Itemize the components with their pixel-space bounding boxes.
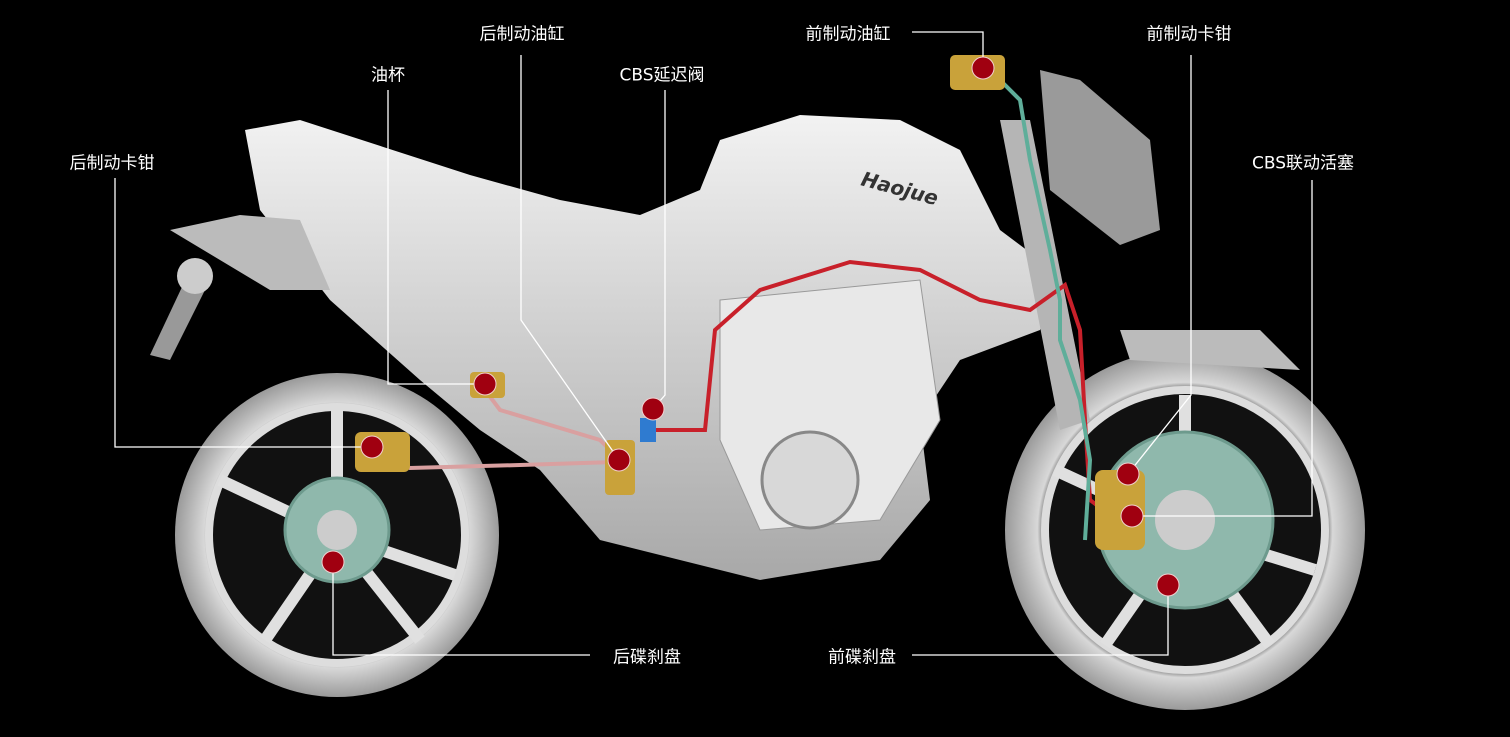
marker-cbs-delay-valve	[641, 397, 665, 421]
marker-cbs-piston	[1120, 504, 1144, 528]
label-rear-disc: 后碟刹盘	[613, 647, 681, 668]
leader-rear-caliper	[114, 178, 372, 448]
label-front-master-cylinder: 前制动油缸	[805, 24, 891, 45]
marker-oil-cup	[473, 372, 497, 396]
motorcycle-body: Haojue	[150, 70, 1300, 580]
teal-brake-line	[988, 68, 1093, 541]
marker-rear-master-cylinder	[607, 448, 631, 472]
marker-front-disc	[1156, 573, 1180, 597]
label-cbs-delay-valve: CBS延迟阀	[619, 65, 705, 86]
leader-oil-cup	[387, 90, 485, 385]
label-rear-master-cylinder: 后制动油缸	[479, 24, 565, 45]
marker-rear-caliper	[360, 435, 384, 459]
marker-front-master-cylinder	[971, 56, 995, 80]
leader-lines	[114, 31, 1313, 656]
marker-rear-disc	[321, 550, 345, 574]
marker-front-caliper	[1116, 462, 1140, 486]
leader-rear-disc	[332, 562, 590, 656]
label-front-disc: 前碟刹盘	[828, 647, 896, 668]
leader-rear-master-cylinder	[520, 55, 620, 461]
rear-wheel	[175, 373, 499, 697]
leader-front-caliper	[1127, 55, 1192, 475]
leader-front-disc	[912, 585, 1169, 656]
leader-cbs-piston	[1132, 180, 1313, 517]
label-front-caliper: 前制动卡钳	[1146, 24, 1232, 45]
label-rear-caliper: 后制动卡钳	[69, 153, 155, 174]
leader-front-master-cylinder	[912, 31, 984, 68]
callout-markers	[321, 56, 1180, 597]
label-oil-cup: 油杯	[371, 65, 405, 86]
label-cbs-piston: CBS联动活塞	[1251, 153, 1355, 174]
